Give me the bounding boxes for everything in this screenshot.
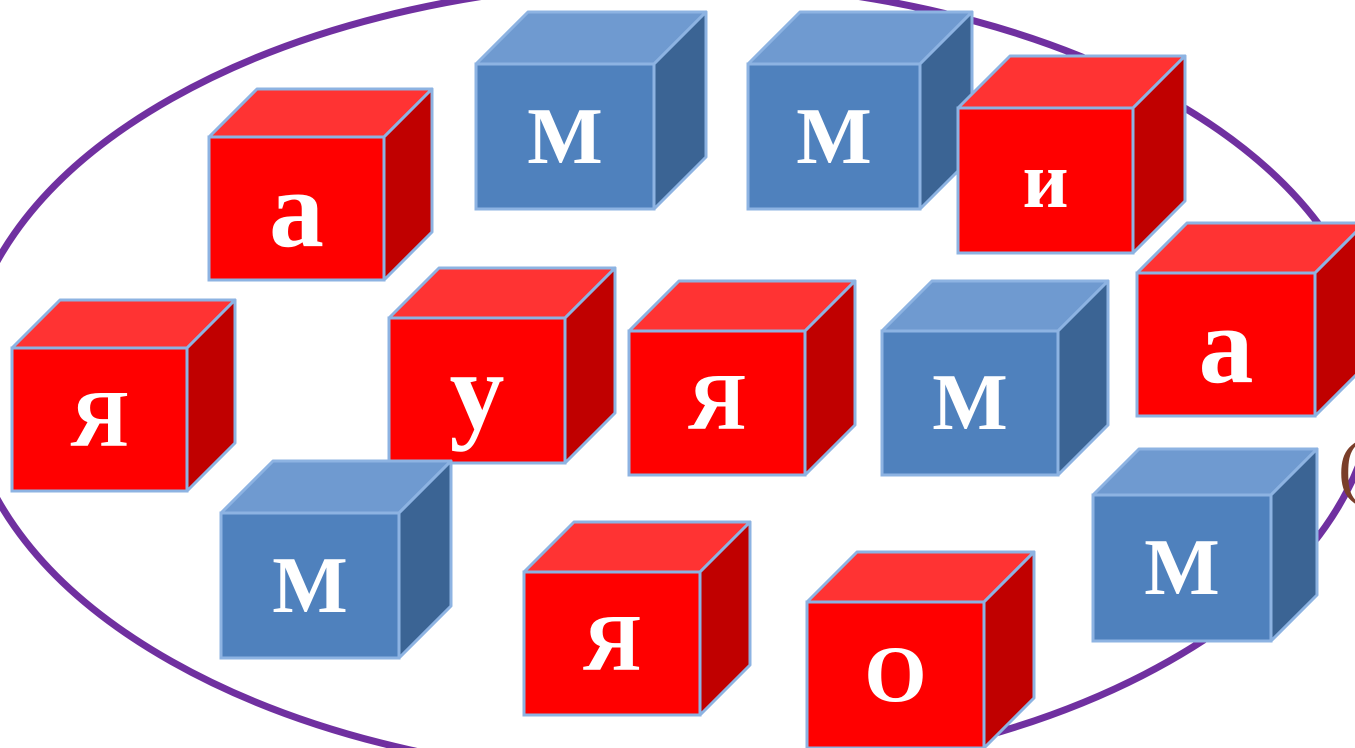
cube-shape <box>880 279 1110 477</box>
cube-front-face <box>805 600 986 748</box>
cube-shape <box>10 298 237 493</box>
cube-front-face <box>1135 271 1317 418</box>
cube-letter: Я <box>688 359 746 447</box>
cube-front-face <box>219 511 401 660</box>
letter-cube-ya-center: Я <box>627 279 857 477</box>
cube-front-face <box>10 346 189 493</box>
edge-glyph: ( <box>1338 430 1355 504</box>
cube-shape <box>522 520 752 717</box>
letter-cube-ya-bottom: Я <box>522 520 752 717</box>
letter-cube-ya-left: Я <box>10 298 237 493</box>
cube-shape <box>387 266 617 465</box>
cube-shape <box>207 87 434 282</box>
letter-cube-o-bottom: О <box>805 550 1036 748</box>
letter-cube-m-bottom-right: М <box>1091 447 1319 643</box>
cube-shape <box>219 459 453 660</box>
cube-letter: М <box>932 359 1008 447</box>
cube-letter: у <box>449 329 505 452</box>
letter-cube-a-top-left: а <box>207 87 434 282</box>
cube-front-face <box>956 106 1135 255</box>
cube-front-face <box>387 316 567 465</box>
letter-cube-m-top-1: М <box>474 10 708 211</box>
cube-front-face <box>746 62 922 211</box>
letter-cube-m-bottom-left: М <box>219 459 453 660</box>
cube-letter: М <box>272 541 348 630</box>
cube-letter: О <box>864 631 927 719</box>
cube-front-face <box>522 570 702 717</box>
cube-letter: М <box>796 92 872 181</box>
cube-shape <box>627 279 857 477</box>
letter-cube-u-center: у <box>387 266 617 465</box>
letter-cube-a-right: а <box>1135 221 1355 418</box>
cube-letter: М <box>527 92 603 181</box>
cube-front-face <box>880 329 1060 477</box>
cube-letter: Я <box>70 375 129 464</box>
letter-cube-i-top-right: и <box>956 54 1187 255</box>
cube-letter: а <box>1198 283 1254 406</box>
cube-shape <box>1135 221 1355 418</box>
cube-shape <box>805 550 1036 748</box>
cube-front-face <box>627 329 807 477</box>
cube-front-face <box>474 62 656 211</box>
cube-letter: Я <box>583 599 641 688</box>
cube-letter: М <box>1144 524 1220 612</box>
cube-front-face <box>1091 493 1273 643</box>
cube-letter: и <box>1022 136 1069 225</box>
letter-cube-m-center-right: М <box>880 279 1110 477</box>
cube-shape <box>956 54 1187 255</box>
cube-letter: а <box>269 147 324 270</box>
cube-front-face <box>207 135 386 282</box>
letter-cube-m-top-2: М <box>746 10 974 211</box>
cube-shape <box>474 10 708 211</box>
cube-shape <box>1091 447 1319 643</box>
